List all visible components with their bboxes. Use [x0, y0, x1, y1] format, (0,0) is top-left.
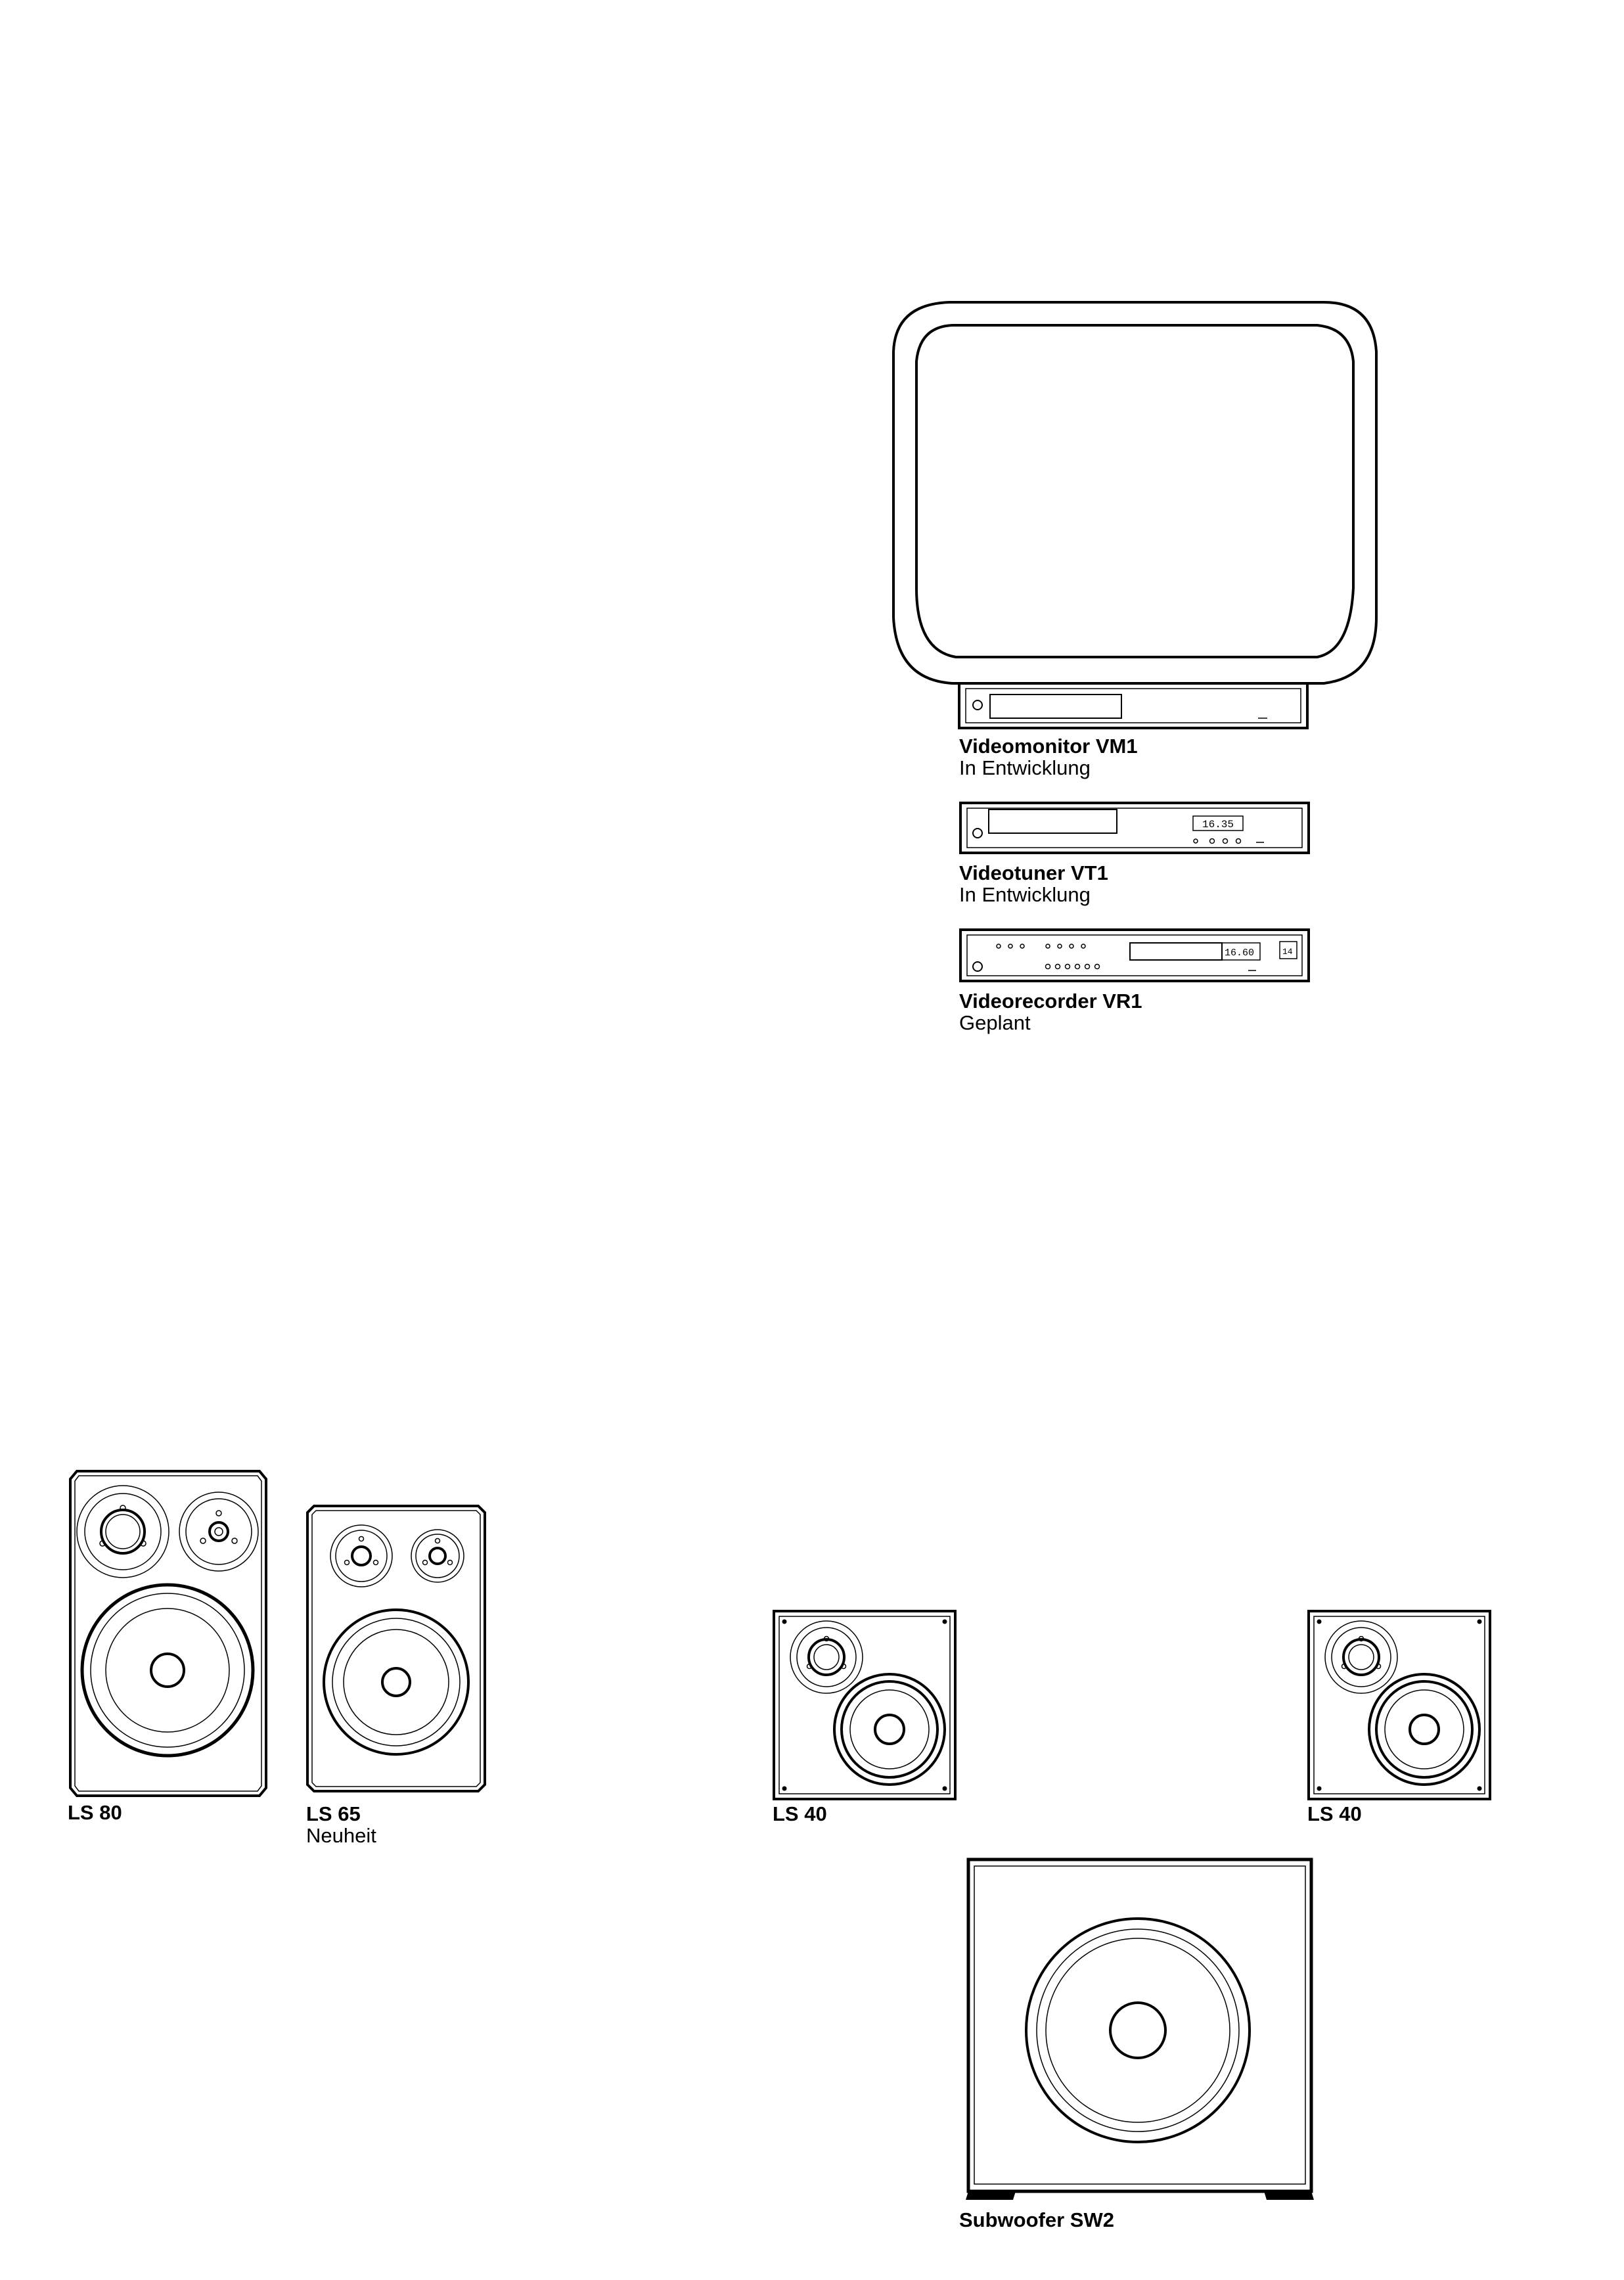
vt1-display: 16.35	[1202, 819, 1234, 831]
ls65-title: LS 65	[306, 1802, 361, 1825]
ls80-speaker-illustration	[68, 1470, 270, 1798]
vm1-status: In Entwicklung	[959, 756, 1091, 779]
ls40-left-speaker-illustration	[773, 1610, 957, 1800]
sw2-title: Subwoofer SW2	[959, 2208, 1114, 2231]
videorecorder-vr1-illustration: 16.60 14	[959, 928, 1311, 982]
vr1-status: Geplant	[959, 1011, 1031, 1034]
vt1-status: In Entwicklung	[959, 882, 1091, 906]
ls40-left-title: LS 40	[773, 1802, 827, 1825]
videotuner-vt1-illustration: 16.35	[959, 802, 1311, 854]
vm1-title: Videomonitor VM1	[959, 735, 1138, 758]
ls80-title: LS 80	[68, 1801, 122, 1824]
ls65-status: Neuheit	[306, 1823, 376, 1847]
ls40-right-speaker-illustration	[1307, 1610, 1491, 1800]
ls65-speaker-illustration	[306, 1505, 487, 1794]
subwoofer-sw2-illustration	[966, 1857, 1314, 2200]
vr1-display: 16.60	[1225, 947, 1254, 959]
vt1-title: Videotuner VT1	[959, 861, 1108, 884]
vr1-channel: 14	[1282, 947, 1293, 957]
videomonitor-vm1-illustration	[890, 299, 1383, 733]
vr1-title: Videorecorder VR1	[959, 990, 1142, 1013]
ls40-right-title: LS 40	[1307, 1802, 1362, 1825]
